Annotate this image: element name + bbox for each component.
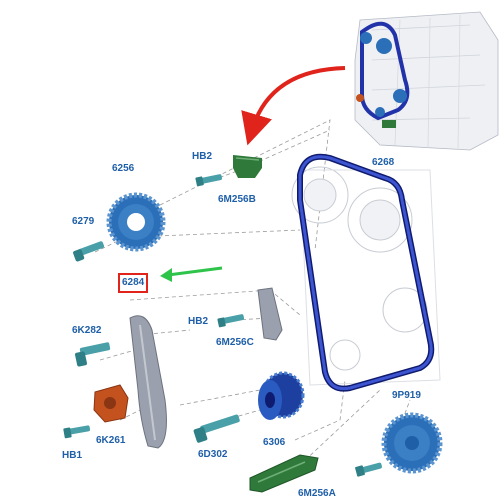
label-6256: 6256 <box>112 163 135 174</box>
chain-guide-6m256a <box>249 454 319 493</box>
label-6268: 6268 <box>372 157 395 168</box>
bolt-9p919 <box>355 462 382 477</box>
label-6k261: 6K261 <box>96 435 126 446</box>
label-6306: 6306 <box>263 437 286 448</box>
bolt-hb2-top <box>195 174 223 187</box>
bolt-hb1 <box>63 425 91 439</box>
label-hb2-top: HB2 <box>192 151 213 162</box>
tensioner-6k261 <box>93 384 129 423</box>
crankshaft-sprocket-6306 <box>258 371 305 420</box>
label-6m256c: 6M256C <box>216 337 254 348</box>
sprocket-9p919 <box>381 412 443 474</box>
label-6279: 6279 <box>72 216 95 227</box>
bolt-hb2-mid <box>217 314 245 328</box>
label-9p919: 9P919 <box>392 390 421 401</box>
sprocket-6256 <box>106 192 166 252</box>
label-6d302: 6D302 <box>198 449 228 460</box>
label-6m256a: 6M256A <box>298 488 336 499</box>
bolt-6d302 <box>193 414 240 443</box>
tensioner-arm-6284 <box>129 315 167 449</box>
bolt-6279 <box>73 241 105 262</box>
chain-guide-6m256c <box>257 287 283 341</box>
label-6m256b: 6M256B <box>218 194 256 205</box>
engine-block <box>354 11 499 151</box>
pivot-bolt-6k282 <box>75 342 111 367</box>
label-hb1: HB1 <box>62 450 83 461</box>
chain-guide-6m256b <box>233 155 262 178</box>
label-6284: 6284 <box>117 273 149 293</box>
green-pointer-arrow <box>160 266 223 282</box>
red-pointer-arrow <box>241 66 346 146</box>
engine-front-gears <box>291 166 441 386</box>
label-hb2-mid: HB2 <box>188 316 209 327</box>
label-6k282: 6K282 <box>72 325 102 336</box>
